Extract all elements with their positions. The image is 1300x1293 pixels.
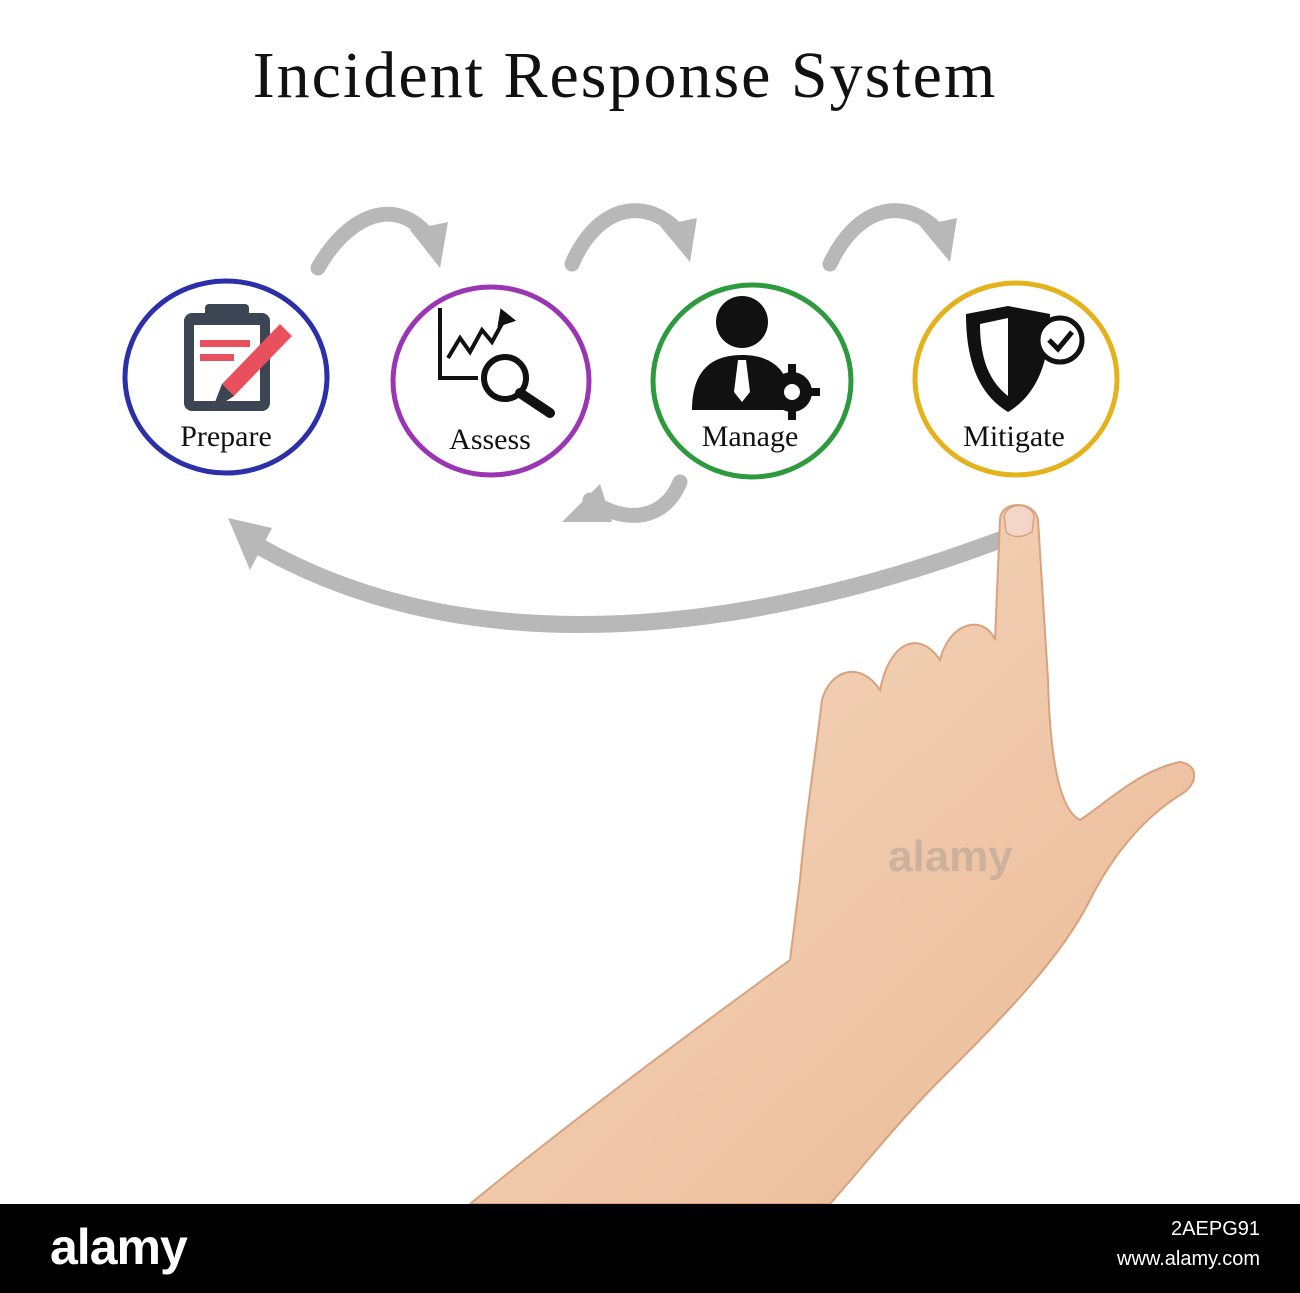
step-label-assess: Assess: [449, 423, 531, 456]
arrow-manage-to-mitigate: [822, 203, 957, 272]
footer-image-id: 2AEPG91: [1171, 1218, 1260, 1240]
manage-circle: [650, 282, 854, 480]
chart-magnifier-icon: [438, 308, 555, 418]
watermark: alamy: [888, 832, 1013, 881]
prepare-circle: [122, 278, 330, 476]
pointing-hand-image: [467, 504, 1196, 1205]
diagram-title: Incident Response System: [252, 39, 998, 112]
clipboard-pencil-icon: [184, 304, 292, 411]
step-label-manage: Manage: [701, 420, 799, 453]
mitigate-circle: [912, 280, 1120, 478]
assess-circle: [390, 284, 592, 478]
footer-site: www.alamy.com: [1117, 1248, 1260, 1270]
footer-bar: alamy 2AEPG91 www.alamy.com: [0, 1204, 1300, 1293]
step-label-prepare: Prepare: [180, 420, 272, 453]
arrow-mitigate-to-prepare: [228, 518, 1009, 633]
shield-check-icon: [966, 306, 1085, 412]
arrow-manage-to-assess: [562, 474, 688, 523]
footer-logo: alamy: [50, 1219, 188, 1275]
manager-gear-icon: [692, 296, 820, 420]
footer-image-info: 2AEPG91 www.alamy.com: [1117, 1214, 1260, 1274]
arrow-assess-to-manage: [564, 203, 697, 272]
step-label-mitigate: Mitigate: [963, 420, 1065, 453]
arrow-prepare-to-assess: [310, 206, 448, 276]
